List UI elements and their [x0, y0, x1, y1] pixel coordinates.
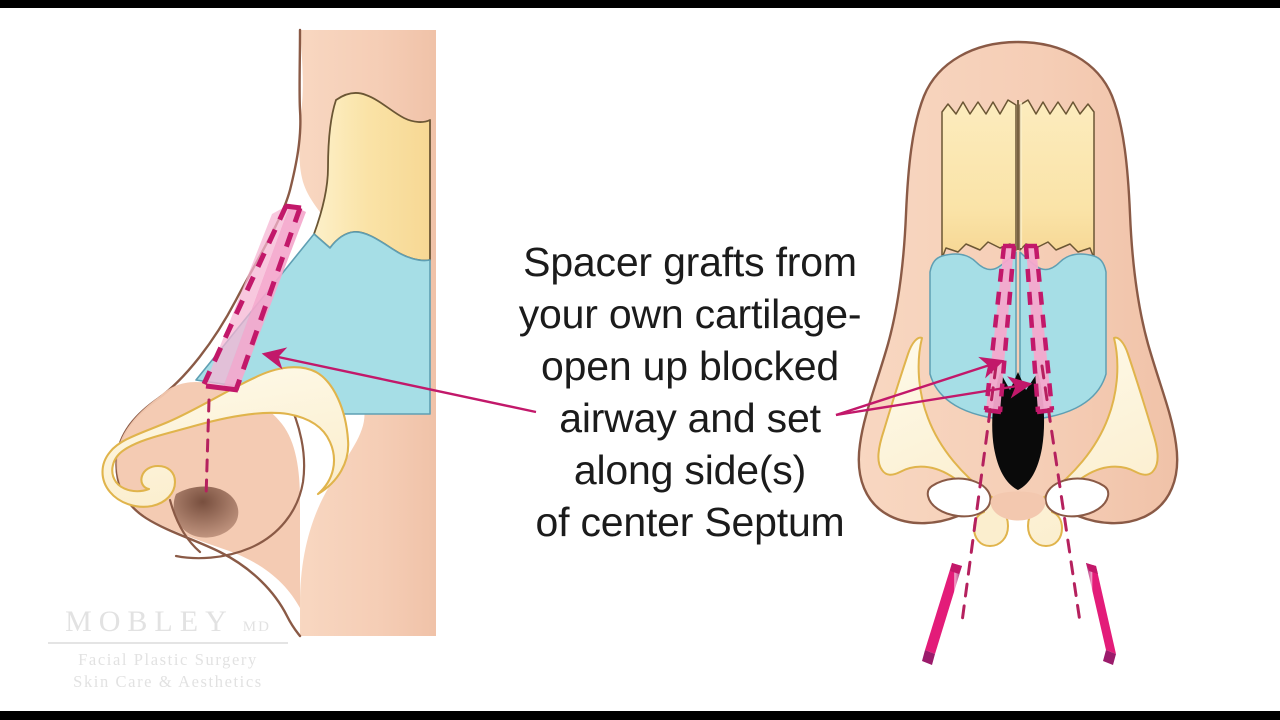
leader-left-profile-graft [204, 398, 211, 500]
watermark-tagline-line-2: Skin Care & Aesthetics [73, 672, 263, 691]
arrow-to-left-graft [261, 347, 537, 414]
leader-frontal-graft-left [960, 364, 998, 624]
spacer-graft-left-dash-bottom [984, 407, 1002, 415]
spacer-graft-right [1026, 246, 1052, 412]
spacer-graft-right-dash-bottom [1036, 407, 1054, 415]
nostril-left [926, 477, 992, 518]
caption-line-2: your own cartilage- [518, 291, 862, 337]
spacer-graft-left-dash-inner [997, 245, 1017, 413]
spacer-graft-overlay [222, 204, 306, 390]
caption-line-5: along side(s) [573, 447, 807, 493]
letterbox-bar-top [0, 0, 1280, 8]
columella-base [990, 491, 1046, 521]
watermark-name: MOBLEY [65, 605, 234, 638]
watermark-tagline-line-1: Facial Plastic Surgery [78, 650, 258, 669]
caption-line-4: airway and set [559, 395, 821, 441]
practice-watermark-logo: MOBLEY MD Facial Plastic Surgery Skin Ca… [48, 605, 288, 693]
lower-lateral-alar-cartilage [101, 366, 350, 508]
graft-dashed-outline-top [284, 203, 302, 211]
arrow-to-frontal-graft-lower [835, 376, 1033, 417]
watermark-credential: MD [242, 619, 271, 635]
arrow-to-frontal-graft-upper [835, 356, 1005, 417]
harvested-graft-strip-left [922, 563, 962, 665]
caption-line-3: open up blocked [541, 343, 839, 389]
nostril-right [1044, 477, 1110, 518]
watermark-title-row: MOBLEY MD [48, 605, 288, 639]
columella-edge [168, 498, 202, 554]
caption-line-1: Spacer grafts from [523, 239, 857, 285]
lateral-profile-nose-diagram [101, 28, 436, 638]
leader-frontal-graft-right [1040, 364, 1082, 624]
spacer-graft-right-dash-outer [1033, 245, 1055, 411]
caption-line-6: of center Septum [535, 499, 845, 545]
harvested-graft-strip-right [1086, 563, 1116, 665]
letterbox-bar-bottom [0, 711, 1280, 720]
spacer-graft-right-dash-inner [1023, 245, 1041, 413]
alar-crease [174, 396, 306, 560]
caption-text-block: Spacer grafts from your own cartilage- o… [470, 236, 910, 548]
blocked-airway [992, 372, 1045, 490]
nasal-bones-left [941, 99, 1017, 259]
spacer-graft-overlay-inner [206, 204, 290, 390]
nostril-opening [173, 486, 239, 538]
nasal-bones-right [1019, 99, 1095, 259]
annotation-arrows [261, 347, 1033, 417]
watermark-divider [48, 642, 288, 644]
graft-dashed-outline-bottom [205, 383, 239, 393]
graft-dashed-outline-left [201, 204, 289, 386]
spacer-graft-left-dash-outer [983, 245, 1007, 411]
graft-dashed-outline-right [233, 207, 303, 391]
